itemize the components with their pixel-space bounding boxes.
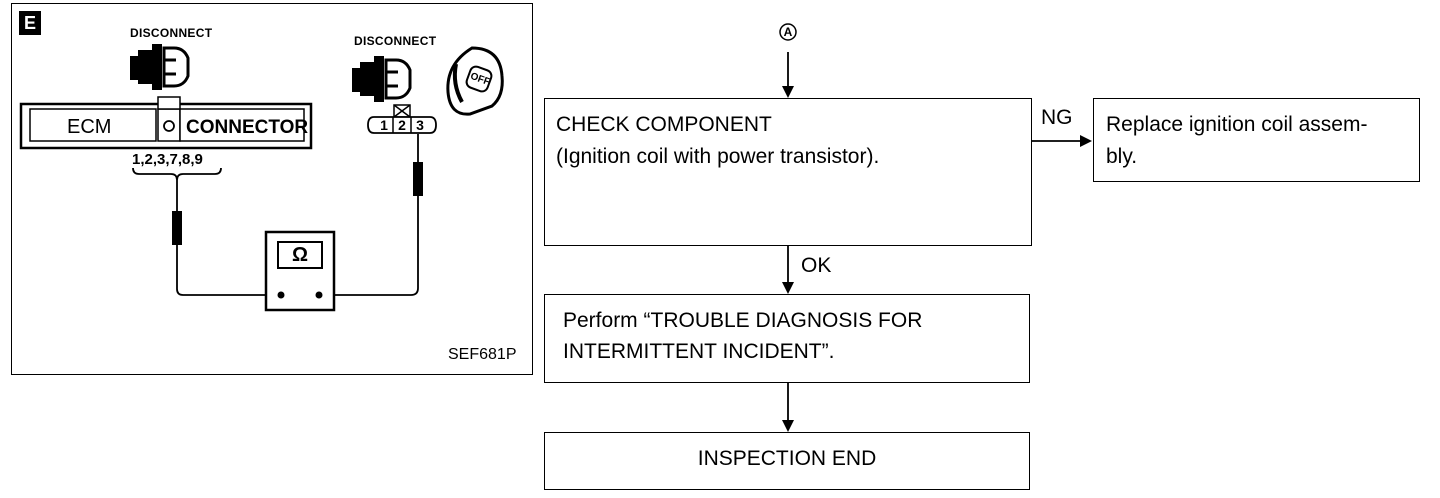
wiring-diagram-svg	[19, 11, 504, 312]
connector-label: CONNECTOR	[186, 117, 309, 138]
right-probe	[413, 162, 423, 196]
perform-box	[544, 294, 1030, 383]
left-probe	[172, 211, 182, 245]
inspection-end-label: INSPECTION END	[697, 447, 877, 470]
replace-line1: Replace ignition coil assem-	[1106, 113, 1368, 136]
disconnect-label-2: DISCONNECT	[354, 34, 437, 48]
section-badge	[19, 11, 41, 35]
ng-label: NG	[1041, 106, 1073, 129]
disconnect-label: DISCONNECT	[130, 26, 213, 40]
check-component-detail: (Ignition coil with power transistor).	[556, 145, 880, 168]
ecm-label: ECM	[67, 116, 112, 138]
ohm-symbol: Ω	[291, 244, 309, 266]
disconnect-connector-icon	[130, 44, 190, 90]
check-component-box	[544, 98, 1032, 246]
connector-a-circle	[779, 23, 797, 41]
replace-line2: bly.	[1106, 145, 1138, 168]
perform-line2: INTERMITTENT INCIDENT”.	[563, 340, 835, 363]
pin-label-2: 2	[398, 117, 406, 133]
ohmmeter	[264, 230, 336, 312]
pin-label-1: 1	[380, 117, 388, 133]
wiring-figure: E DISCONNECT DISCONNECT ECM CONNECTOR 1,…	[11, 3, 533, 375]
section-letter: E	[23, 13, 36, 33]
perform-line1: Perform “TROUBLE DIAGNOSIS FOR	[563, 309, 923, 332]
replace-box	[1093, 98, 1420, 182]
ecm-connector	[19, 96, 313, 150]
ok-label: OK	[801, 254, 832, 277]
ignition-key-off-icon	[446, 46, 504, 116]
disconnect-connector-icon-2	[352, 56, 412, 102]
component-connector	[367, 104, 437, 134]
check-component-title: CHECK COMPONENT	[556, 113, 772, 136]
inspection-end-box	[544, 432, 1030, 490]
pin-label-3: 3	[416, 117, 424, 133]
connector-a-label: A	[783, 25, 793, 39]
figure-code: SEF681P	[448, 346, 517, 363]
ecm-pin-numbers: 1,2,3,7,8,9	[132, 151, 203, 168]
